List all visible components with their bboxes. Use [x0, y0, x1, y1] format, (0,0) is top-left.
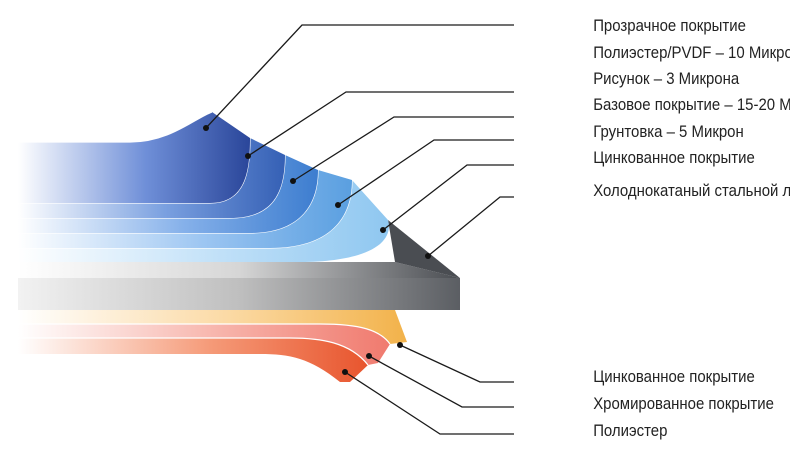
bottom-leader-lines	[342, 342, 514, 435]
label-chrome: Хромированное покрытие	[593, 395, 774, 413]
marker-primer	[335, 202, 341, 208]
leader-pattern	[247, 91, 514, 157]
label-polyester: Полиэстер	[593, 422, 667, 440]
marker-base-coat	[290, 178, 296, 184]
top-leader-lines	[203, 24, 514, 259]
label-polyester-pvdf: Полиэстер/PVDF – 10 Микрон	[593, 44, 790, 62]
polyester-layer	[18, 337, 369, 382]
leader-base-coat	[292, 116, 514, 182]
steel-sheet-layer	[18, 220, 460, 310]
leader-clear-coat	[205, 24, 514, 129]
top-labels: Прозрачное покрытие Полиэстер/PVDF – 10 …	[593, 17, 790, 200]
label-steel-sheet: Холоднокатаный стальной лист	[593, 182, 790, 200]
label-base-coat: Базовое покрытие – 15-20 Микрон	[593, 96, 790, 114]
label-zinc-top: Цинкованное покрытие	[593, 149, 755, 167]
steel-sheet-front-face	[18, 278, 460, 310]
leader-zinc-top	[382, 164, 514, 231]
label-pattern: Рисунок – 3 Микрона	[593, 70, 739, 88]
label-primer: Грунтовка – 5 Микрон	[593, 123, 744, 141]
bottom-labels: Цинкованное покрытие Хромированное покры…	[593, 368, 774, 440]
leader-polyester	[344, 371, 514, 435]
leader-primer	[337, 139, 514, 206]
marker-clear-coat	[203, 125, 209, 131]
steel-sheet-slope	[388, 220, 460, 278]
clear-coat-layer	[18, 111, 250, 203]
zinc-bottom-layer	[18, 310, 407, 344]
marker-polyester	[342, 369, 348, 375]
leader-steel	[427, 196, 514, 257]
leader-zinc-bottom	[399, 344, 514, 383]
marker-pattern	[245, 153, 251, 159]
marker-zinc-bottom	[397, 342, 403, 348]
marker-steel	[425, 253, 431, 259]
chrome-layer	[18, 323, 391, 365]
marker-zinc-top	[380, 227, 386, 233]
steel-sheet-top-face	[18, 262, 460, 278]
leader-chrome	[368, 355, 514, 408]
label-zinc-bottom: Цинкованное покрытие	[593, 368, 755, 386]
label-clear-coat: Прозрачное покрытие	[593, 17, 746, 35]
marker-chrome	[366, 353, 372, 359]
